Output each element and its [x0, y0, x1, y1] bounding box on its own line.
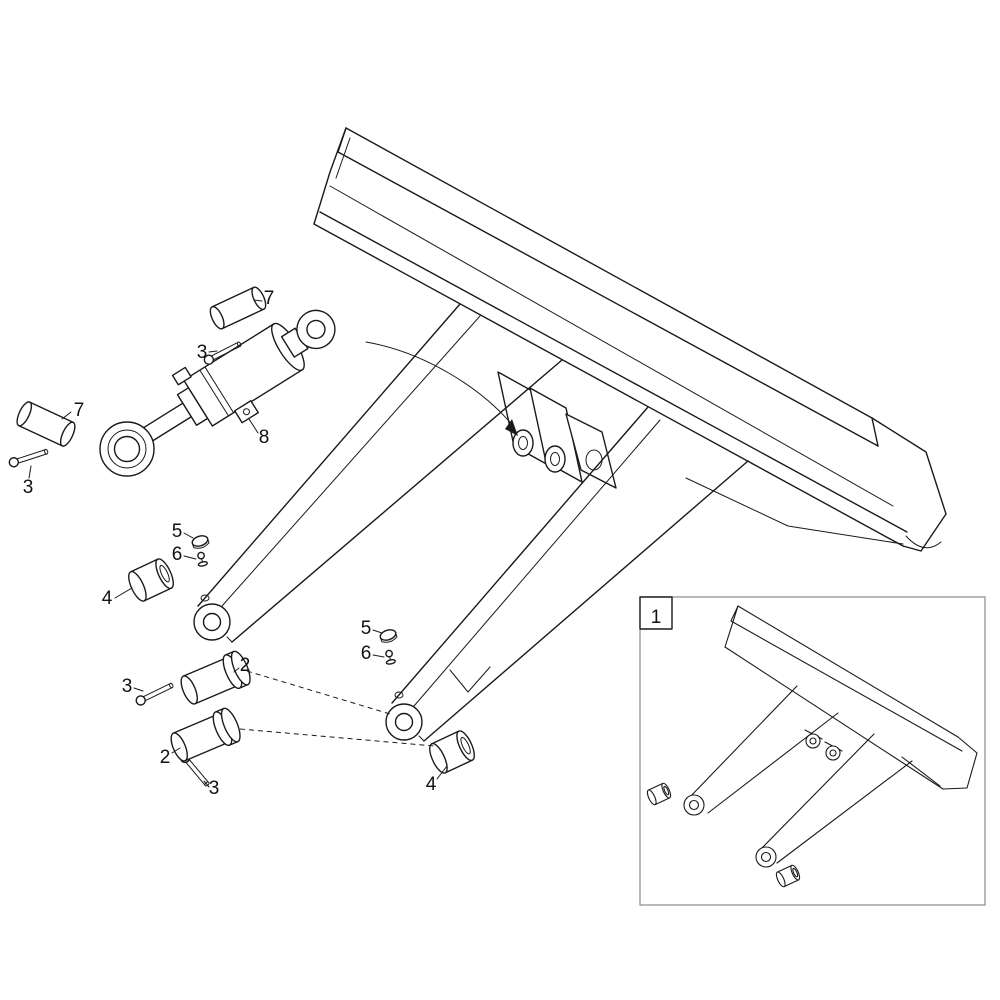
cylinder-rod-end-eye [99, 421, 155, 477]
blade-skid [905, 535, 942, 549]
pin-rod-end [16, 401, 76, 447]
callout-pin-head-end: 7 [264, 288, 275, 309]
upper-push-arm [193, 303, 563, 643]
blade-attachment-lugs [497, 371, 617, 489]
cotter-pin-rod-end [8, 448, 49, 468]
valve-block [234, 400, 259, 424]
pivot-pin-b [170, 707, 241, 762]
callout-pin-rod-end: 7 [74, 400, 85, 421]
nut-lower-arm [379, 629, 398, 643]
callout-bushing-upper: 4 [102, 588, 113, 609]
nut-upper-arm [191, 535, 210, 549]
inset-bushing-lower [775, 864, 801, 888]
lower-arm-grease-hole [394, 691, 404, 699]
callout-bushing-lower: 4 [426, 774, 437, 795]
callout-fitting-upper: 6 [172, 544, 183, 565]
callout-cotter-rod-end: 3 [23, 477, 34, 498]
callout-nut-lower: 5 [361, 618, 372, 639]
blade [313, 127, 947, 552]
inset-label: 1 [651, 607, 662, 628]
pointer-arrow [365, 341, 518, 436]
hydraulic-cylinder [143, 309, 336, 442]
cotter-pin-pivot-a [135, 682, 174, 706]
grease-fitting-lower-arm [385, 649, 396, 665]
callout-pivot-pin-b: 2 [160, 747, 171, 768]
callout-cotter-head-end: 3 [197, 342, 208, 363]
callout-valve-block: 8 [259, 427, 270, 448]
callout-cotter-pivot-b: 3 [209, 778, 220, 799]
pin-head-end [209, 286, 267, 330]
blade-corner-gusset [685, 477, 904, 545]
upper-arm-pivot-eye [193, 603, 231, 641]
callout-fitting-lower: 6 [361, 643, 372, 664]
callout-cotter-pivot-a: 3 [122, 676, 133, 697]
lower-push-arm [385, 406, 749, 742]
inset-lugs [804, 729, 843, 761]
lower-arm-pivot-eye [385, 703, 423, 741]
inset-bushing-upper [646, 782, 672, 806]
callouts: 7 3 7 3 8 5 6 4 2 3 2 3 5 6 4 [23, 288, 448, 799]
inset-border [639, 596, 986, 906]
grease-fitting-upper-arm [197, 551, 208, 567]
callout-pivot-pin-a: 2 [240, 655, 251, 676]
cotter-pin-head-end [203, 341, 242, 365]
bushing-lower-arm [429, 730, 475, 774]
bushing-upper-arm [128, 558, 174, 602]
inset-blade [724, 605, 978, 790]
inset-upper-arm [683, 685, 839, 816]
callout-nut-upper: 5 [172, 521, 183, 542]
alignment-guides [239, 670, 435, 747]
cylinder-port-upper [171, 366, 192, 386]
inset-lower-arm [755, 733, 913, 868]
upper-arm-grease-hole [200, 594, 210, 602]
inset-assembled-view: 1 [639, 596, 986, 906]
inset-label-box [639, 596, 673, 630]
cylinder-head-eye [296, 309, 336, 350]
blade-right-end-plate [871, 417, 947, 552]
